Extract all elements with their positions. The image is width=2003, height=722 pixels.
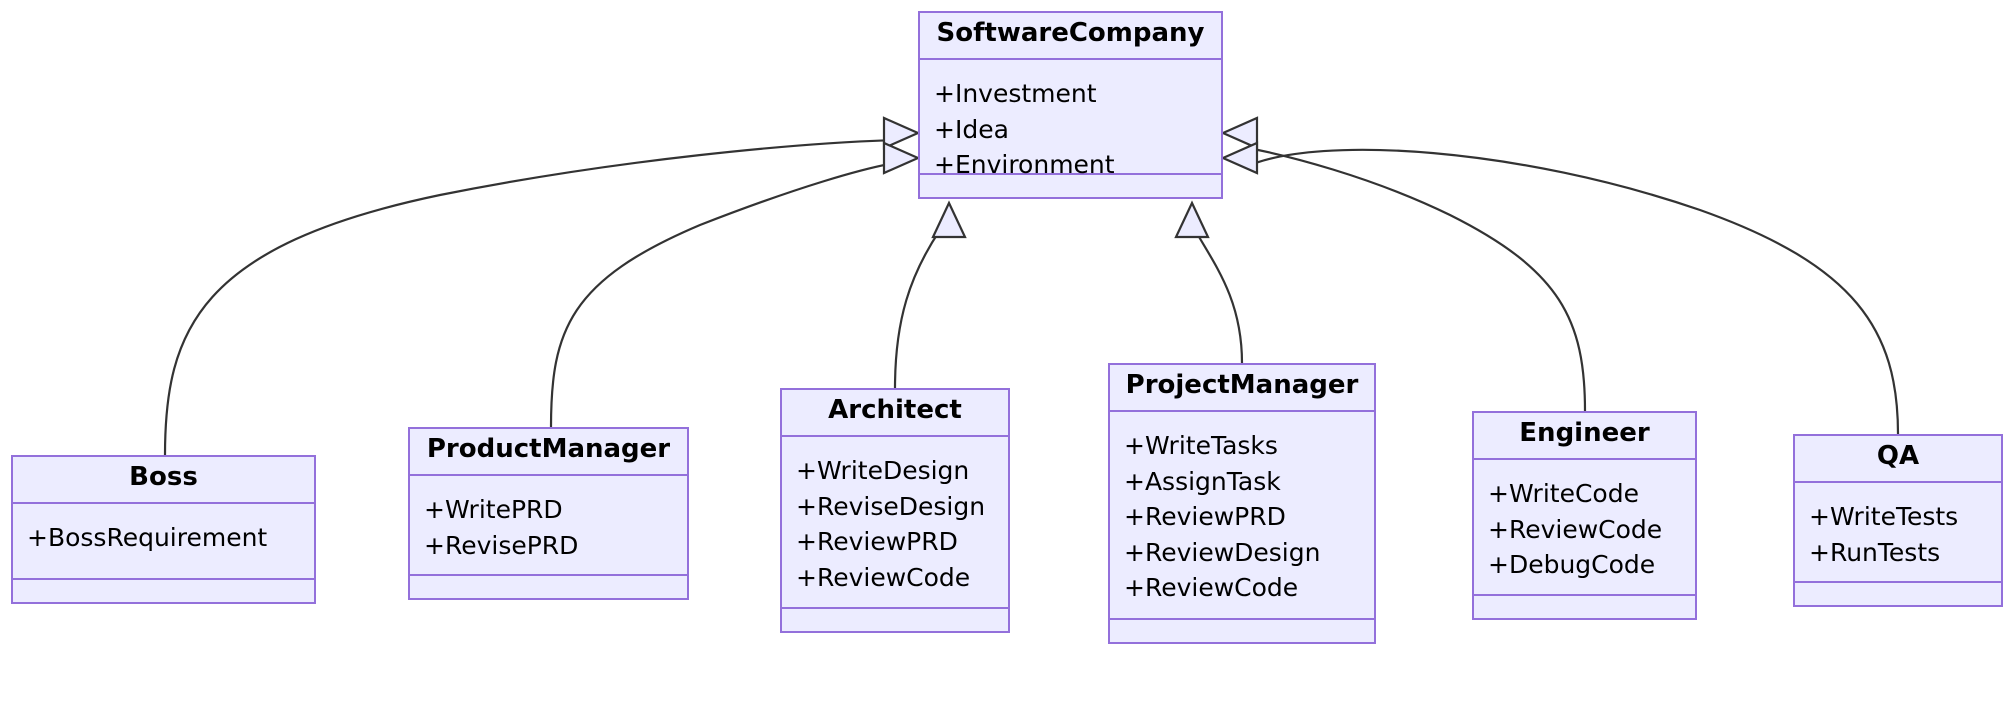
- class-attributes-qa: +WriteTests +RunTests: [1795, 483, 2001, 583]
- class-methods-architect: [782, 609, 1008, 631]
- class-attribute: +ReviewPRD: [1124, 502, 1286, 531]
- class-attribute: +ReviewCode: [1488, 514, 1663, 544]
- edge-product-manager-arrowhead: [882, 141, 921, 175]
- class-box-project-manager[interactable]: ProjectManager +WriteTasks +AssignTask +Rev…: [1108, 363, 1376, 644]
- class-attribute: +BossRequirement: [27, 523, 268, 552]
- class-methods-software-company: [920, 175, 1221, 197]
- class-box-qa[interactable]: QA +WriteTests +RunTests: [1793, 434, 2003, 607]
- class-box-product-manager[interactable]: ProductManager +WritePRD +RevisePRD: [408, 427, 689, 600]
- class-attribute: +ReviewCode: [1124, 573, 1299, 602]
- class-title-product-manager: ProductManager: [410, 429, 687, 476]
- class-attribute: +Investment: [934, 79, 1097, 108]
- class-box-engineer[interactable]: Engineer +WriteCode +ReviewCode +DebugCode: [1472, 411, 1697, 620]
- edge-project-manager: [1194, 229, 1244, 364]
- class-attributes-architect: +WriteDesign +ReviseDesign +ReviewPRD +Revi…: [782, 437, 1008, 609]
- class-attribute: +DebugCode: [1488, 550, 1656, 579]
- class-attribute: +WritePRD: [424, 495, 563, 524]
- class-attribute: +ReviewDesign: [1124, 537, 1321, 567]
- class-methods-project-manager: [1110, 620, 1374, 642]
- class-attributes-engineer: +WriteCode +ReviewCode +DebugCode: [1474, 460, 1695, 596]
- edge-architect: [893, 229, 941, 389]
- class-attribute: +RunTests: [1809, 537, 1941, 567]
- class-box-boss[interactable]: Boss +BossRequirement: [11, 455, 316, 604]
- edge-architect-arrowhead: [931, 200, 967, 239]
- class-methods-engineer: [1474, 596, 1695, 618]
- class-attributes-product-manager: +WritePRD +RevisePRD: [410, 476, 687, 576]
- class-attribute: +WriteTests: [1809, 502, 1959, 531]
- class-attributes-software-company: +Investment +Idea +Environment: [920, 60, 1221, 179]
- class-title-software-company: SoftwareCompany: [920, 13, 1221, 60]
- edge-boss-arrowhead: [882, 116, 921, 150]
- class-attribute: +WriteTasks: [1124, 431, 1278, 460]
- class-methods-qa: [1795, 583, 2001, 605]
- class-methods-product-manager: [410, 576, 687, 598]
- class-attribute: +WriteDesign: [796, 456, 970, 485]
- class-title-engineer: Engineer: [1474, 413, 1695, 460]
- class-attribute: +Environment: [934, 150, 1115, 179]
- class-attribute: +AssignTask: [1124, 466, 1281, 496]
- class-title-architect: Architect: [782, 390, 1008, 437]
- edge-engineer-arrowhead: [1220, 116, 1259, 150]
- class-attributes-project-manager: +WriteTasks +AssignTask +ReviewPRD +ReviewD…: [1110, 412, 1374, 620]
- class-title-project-manager: ProjectManager: [1110, 365, 1374, 412]
- class-attribute: +ReviseDesign: [796, 491, 986, 521]
- edge-project-manager-arrowhead: [1174, 200, 1210, 239]
- class-attribute: +ReviewPRD: [796, 527, 958, 556]
- class-methods-boss: [13, 580, 314, 602]
- class-attributes-boss: +BossRequirement: [13, 504, 314, 580]
- class-box-architect[interactable]: Architect +WriteDesign +ReviseDesign +Revie…: [780, 388, 1010, 633]
- class-title-qa: QA: [1795, 436, 2001, 483]
- class-attribute: +RevisePRD: [424, 530, 579, 560]
- class-title-boss: Boss: [13, 457, 314, 504]
- class-attribute: +Idea: [934, 114, 1009, 144]
- class-box-software-company[interactable]: SoftwareCompany +Investment +Idea +Environm…: [918, 11, 1223, 199]
- class-attribute: +WriteCode: [1488, 479, 1639, 508]
- class-attribute: +ReviewCode: [796, 562, 971, 592]
- edge-qa-arrowhead: [1220, 141, 1259, 175]
